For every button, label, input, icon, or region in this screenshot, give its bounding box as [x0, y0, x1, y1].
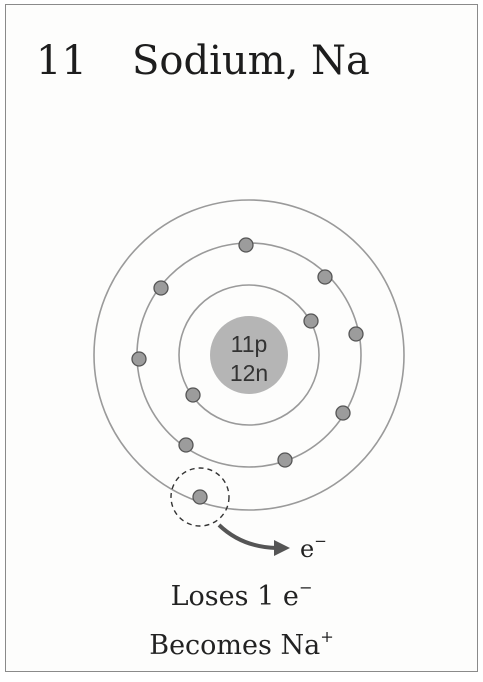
electron: [303, 313, 319, 329]
electron: [131, 351, 147, 367]
electron: [238, 237, 254, 253]
nucleus: [210, 316, 288, 394]
shell-outer: [93, 199, 405, 511]
valence-electron: [192, 489, 208, 505]
card-title: 11 Sodium, Na: [36, 41, 370, 81]
electron: [178, 437, 194, 453]
electron: [348, 326, 364, 342]
caption-loses-electron: Loses 1 e−: [170, 577, 313, 612]
atomic-number: 11: [36, 38, 87, 84]
electron: [277, 452, 293, 468]
departure-arrow: [217, 523, 277, 550]
element-name: Sodium, Na: [132, 38, 370, 84]
shell-inner: [178, 284, 320, 426]
caption-becomes-ion: Becomes Na+: [149, 626, 334, 661]
neutron-count: 12n: [230, 360, 268, 386]
arrowhead: [274, 540, 290, 556]
electron: [153, 280, 169, 296]
proton-count: 11p: [231, 331, 268, 357]
bohr-model-diagram: 11p 12n e−: [93, 199, 405, 563]
electron: [335, 405, 351, 421]
electron: [317, 269, 333, 285]
lost-electron-highlight: [170, 467, 230, 527]
element-card: 11 Sodium, Na 11p 12n e− Loses 1 e− Becom…: [5, 4, 478, 672]
electron: [185, 387, 201, 403]
lost-electron-label: e−: [300, 532, 327, 563]
